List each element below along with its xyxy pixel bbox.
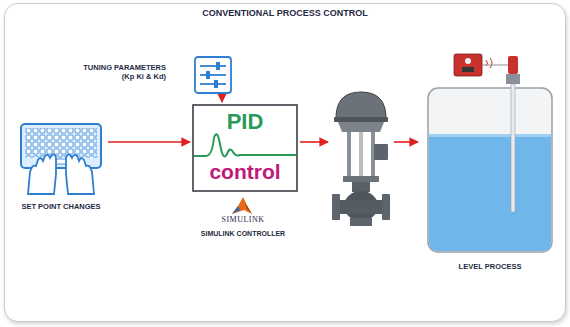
- keyboard-icon: SET POINT CHANGES: [16, 120, 106, 218]
- node-label: PID: [192, 110, 298, 134]
- flow-arrow: [108, 141, 190, 143]
- flow-arrow: [300, 141, 328, 143]
- level-tank: LEVEL PROCESS: [420, 52, 560, 274]
- tuning-parameters-drawing: [194, 56, 232, 98]
- simulink-logo: [232, 197, 252, 214]
- node-label: LEVEL PROCESS: [420, 262, 560, 271]
- node-label: SET POINT CHANGES: [16, 202, 106, 211]
- pid-controller-box: PID control: [192, 104, 298, 192]
- level-tank-drawing: [420, 52, 560, 261]
- node-label: TUNING PARAMETERS (Kp Ki & Kd): [74, 63, 166, 82]
- node-label: control: [192, 160, 298, 183]
- control-valve: [330, 88, 392, 228]
- control-valve-drawing: [330, 88, 392, 232]
- flow-arrow: [394, 141, 418, 143]
- flow-arrow: [221, 97, 223, 102]
- diagram-title: CONVENTIONAL PROCESS CONTROL: [0, 8, 570, 18]
- controller-caption: SIMULINK CONTROLLER: [190, 230, 296, 237]
- simulink-wordmark: SIMULINK: [200, 215, 286, 224]
- keyboard-icon-drawing: [18, 120, 104, 200]
- tuning-parameters: TUNING PARAMETERS (Kp Ki & Kd): [60, 55, 236, 95]
